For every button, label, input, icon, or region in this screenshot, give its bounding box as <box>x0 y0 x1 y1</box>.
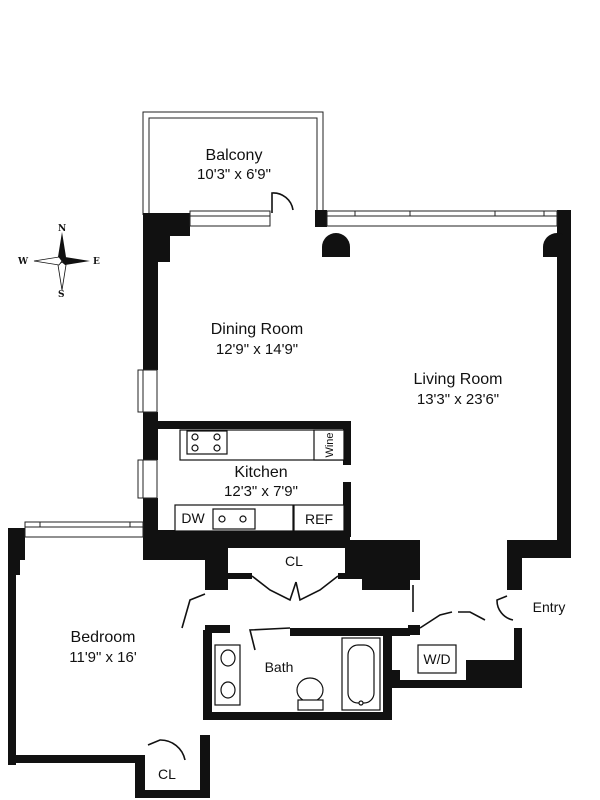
balcony-dims: 10'3" x 6'9" <box>197 166 271 183</box>
windows <box>24 210 558 538</box>
compass-east: E <box>93 257 100 267</box>
bath-fixtures <box>214 637 457 711</box>
living-room-dims: 13'3" x 23'6" <box>417 391 499 408</box>
bedroom-dims: 11'9" x 16' <box>69 649 137 666</box>
balcony-name: Balcony <box>206 147 263 164</box>
room-labels: Balcony 10'3" x 6'9" Dining Room 12'9" x… <box>69 147 565 782</box>
bedroom-name: Bedroom <box>71 629 136 646</box>
kitchen-dims: 12'3" x 7'9" <box>224 483 298 500</box>
balcony-outline <box>142 111 324 215</box>
dining-room-name: Dining Room <box>211 321 303 338</box>
wine-fridge-icon <box>313 429 345 461</box>
walls <box>8 210 571 798</box>
compass-north: N <box>58 224 66 234</box>
bedroom-closet-label: CL <box>158 766 176 782</box>
wine-label: Wine <box>324 432 336 457</box>
bath-name: Bath <box>265 659 294 675</box>
washer-dryer-icon <box>417 644 457 674</box>
dining-room-dims: 12'9" x 14'9" <box>216 341 298 358</box>
compass-west: W <box>17 257 29 267</box>
columns <box>322 233 571 257</box>
kitchen-name: Kitchen <box>234 464 287 481</box>
dishwasher-label: DW <box>181 510 205 526</box>
hall-closet-label: CL <box>285 553 303 569</box>
refrigerator-icon <box>293 504 345 532</box>
compass-south: S <box>58 290 65 300</box>
entry-label: Entry <box>533 599 566 615</box>
living-room-name: Living Room <box>414 371 503 388</box>
compass-rose: N S W E <box>17 224 100 300</box>
sink-icon <box>212 508 256 530</box>
refrigerator-label: REF <box>305 511 333 527</box>
toilet-icon <box>296 677 324 703</box>
doors <box>147 192 514 761</box>
washer-dryer-label: W/D <box>423 651 450 667</box>
kitchen-fixtures <box>174 429 346 532</box>
